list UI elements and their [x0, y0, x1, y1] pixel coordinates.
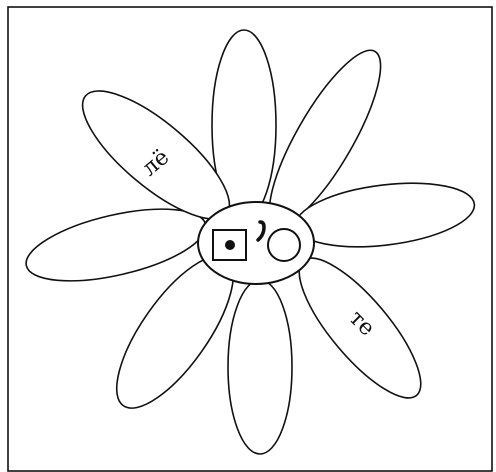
petal-bottom [228, 280, 292, 454]
square-with-dot-icon [213, 230, 246, 260]
circle-icon [268, 229, 300, 261]
